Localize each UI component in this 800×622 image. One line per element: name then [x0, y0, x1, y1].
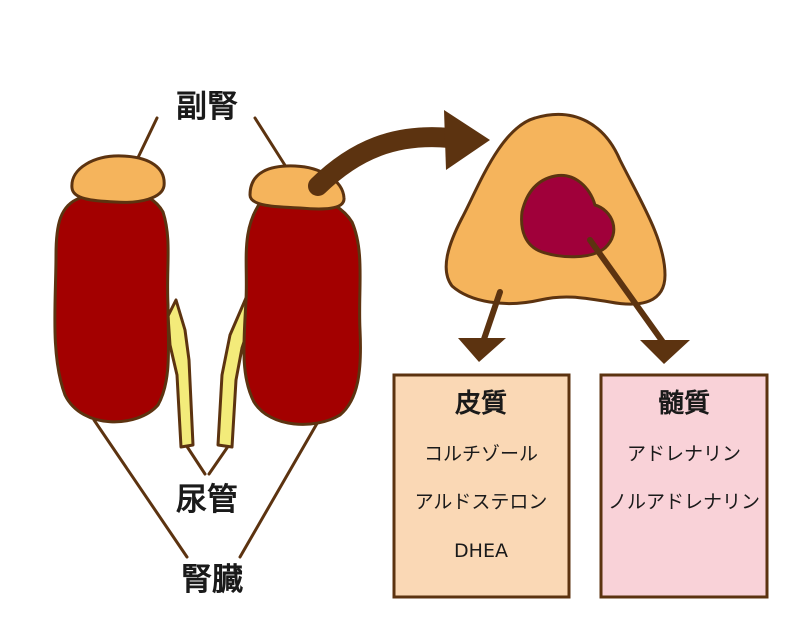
ureter-label: 尿管	[176, 482, 238, 518]
adrenal-leader-right	[253, 116, 290, 172]
adrenal-left	[70, 154, 166, 204]
cortex-item: DHEA	[454, 540, 508, 562]
kidney-label: 腎臓	[181, 562, 243, 598]
cortex-arrow-head	[458, 338, 506, 362]
kidney-leader-left	[92, 418, 189, 559]
zoom-arrow	[308, 127, 460, 196]
medulla-arrow-head	[640, 340, 690, 364]
medulla-item: ノルアドレナリン	[608, 491, 760, 513]
kidney-right	[242, 192, 362, 426]
cortex-title: 皮質	[455, 389, 507, 419]
cortex-item: コルチゾール	[424, 443, 538, 465]
zoom-arrow-head	[444, 110, 490, 170]
ureter-left	[166, 298, 195, 449]
cortex-box	[392, 373, 571, 599]
medulla-box	[599, 373, 769, 599]
adrenal-label: 副腎	[176, 89, 238, 125]
ureter-leader-left	[184, 443, 207, 476]
medulla-core	[520, 173, 616, 259]
leader-lines	[92, 116, 321, 559]
pointer-arrows	[458, 237, 690, 364]
medulla-item: アドレナリン	[627, 443, 741, 465]
kidney-left	[53, 187, 171, 424]
cortex-item: アルドステロン	[415, 491, 548, 513]
ureter-leader-right	[207, 443, 231, 476]
kidney-leader-right	[238, 418, 321, 559]
medulla-title: 髄質	[658, 389, 710, 419]
